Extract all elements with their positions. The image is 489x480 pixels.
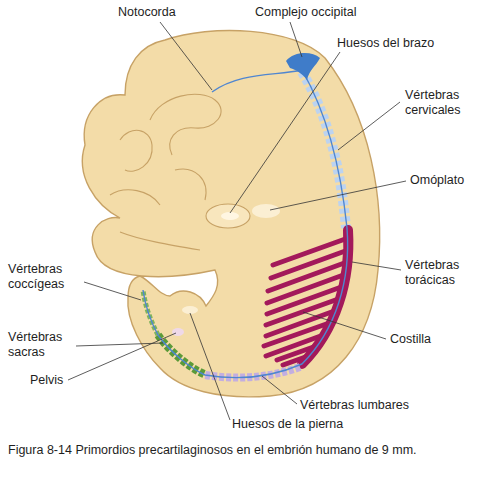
arm-bud bbox=[206, 204, 250, 228]
part-label: Notocorda bbox=[118, 5, 176, 20]
leader-lines bbox=[68, 22, 406, 420]
coccygeal-vertebrae bbox=[143, 290, 158, 335]
notochord bbox=[143, 70, 348, 377]
pelvis-primordium bbox=[172, 328, 184, 336]
sacral-vertebrae bbox=[158, 335, 204, 374]
part-label: Vértebras coccígeas bbox=[8, 262, 84, 292]
figure-caption: Figura 8-14 Primordios precartilaginosos… bbox=[8, 442, 480, 458]
scapula bbox=[252, 204, 280, 218]
part-label: Huesos de la pierna bbox=[232, 417, 343, 432]
part-label: Pelvis bbox=[30, 373, 63, 388]
part-label: Vértebras cervicales bbox=[405, 88, 477, 118]
part-label: Vértebras torácicas bbox=[405, 258, 477, 288]
part-label: Omóplato bbox=[410, 173, 464, 188]
embryo-body bbox=[82, 30, 379, 396]
occipital-complex bbox=[286, 53, 320, 80]
leg-bones bbox=[182, 306, 198, 314]
part-label: Costilla bbox=[390, 332, 431, 347]
arm-bones bbox=[221, 212, 239, 220]
part-label: Vértebras sacras bbox=[8, 330, 74, 360]
lumbar-vertebrae bbox=[205, 367, 300, 378]
cervical-vertebrae bbox=[302, 72, 346, 228]
part-label: Huesos del brazo bbox=[337, 36, 434, 51]
part-label: Complejo occipital bbox=[255, 5, 356, 20]
part-label: Vértebras lumbares bbox=[300, 398, 409, 413]
brain-contours bbox=[110, 94, 221, 250]
thoracic-vertebrae bbox=[302, 230, 348, 364]
